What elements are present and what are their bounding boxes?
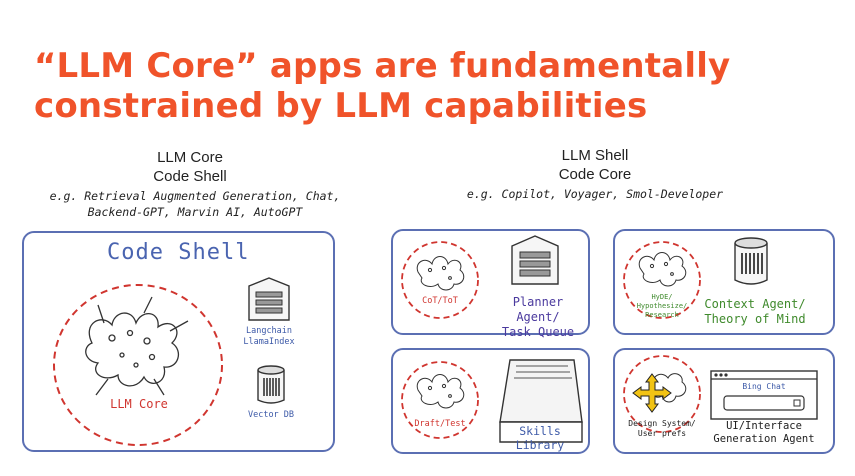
context-label-line2: Theory of Mind xyxy=(704,312,806,326)
ui-label-line1: UI/Interface xyxy=(726,420,802,432)
left-examples: e.g. Retrieval Augmented Generation, Cha… xyxy=(35,188,355,220)
vector-db-icon xyxy=(257,365,285,404)
vector-db-label: Vector DB xyxy=(247,410,295,420)
context-circle-label: HyDE/ Hypothesize/ Research xyxy=(628,293,696,320)
context-label: Context Agent/ Theory of Mind xyxy=(700,297,810,327)
planner-label-line1: Planner Agent/ xyxy=(512,295,564,324)
planner-circle-label: CoT/ToT xyxy=(422,296,458,306)
ui-card xyxy=(613,348,835,454)
code-shell-label: Code Shell xyxy=(107,240,250,265)
planner-label-line2: Task Queue xyxy=(501,325,575,339)
context-circle-label-line1: HyDE/ xyxy=(651,293,673,301)
context-label-line1: Context Agent/ xyxy=(704,297,806,311)
design-circle-label-line2: User prefs xyxy=(637,429,687,438)
planner-circle xyxy=(401,241,479,319)
right-heading-line2: Code Core xyxy=(558,166,632,183)
left-examples-line1: e.g. Retrieval Augmented Generation, Cha… xyxy=(49,189,341,203)
right-heading-line1: LLM Shell xyxy=(561,147,629,164)
design-circle-label: Design System/ User prefs xyxy=(620,419,704,439)
move-arrows-icon xyxy=(632,373,672,413)
design-circle xyxy=(623,355,701,433)
planner-card xyxy=(391,229,590,335)
bing-chat-text: Bing Chat xyxy=(742,382,786,391)
ui-label: UI/Interface Generation Agent xyxy=(704,420,824,446)
design-circle-label-line1: Design System/ xyxy=(628,419,696,428)
langchain-label-line2: LlamaIndex xyxy=(243,337,295,347)
llm-core-circle xyxy=(53,284,223,446)
context-card xyxy=(613,229,835,335)
shoggoth-icon xyxy=(416,256,465,291)
shoggoth-icon xyxy=(416,374,465,409)
context-db-icon xyxy=(734,237,768,285)
context-circle-label-line3: Research xyxy=(645,311,679,319)
skills-label: Skills Library xyxy=(515,424,565,452)
slide-title: “LLM Core” apps are fundamentally constr… xyxy=(34,46,731,126)
context-circle xyxy=(623,241,701,319)
context-circle-label-line2: Hypothesize/ xyxy=(636,302,688,310)
left-heading-line2: Code Shell xyxy=(153,168,227,185)
shoggoth-icon xyxy=(638,252,687,287)
task-queue-stack-icon xyxy=(511,235,559,285)
left-heading: LLM Core Code Shell xyxy=(115,148,265,186)
file-drawer-icon xyxy=(499,359,583,443)
code-shell-box xyxy=(22,231,335,452)
shoggoth-icon xyxy=(652,373,687,403)
draft-circle xyxy=(401,361,479,439)
left-examples-line2: Backend-GPT, Marvin AI, AutoGPT xyxy=(87,205,303,219)
ui-label-line2: Generation Agent xyxy=(713,433,815,445)
left-heading-line1: LLM Core xyxy=(157,149,223,166)
browser-window-icon xyxy=(710,370,818,420)
langchain-label-line1: Langchain xyxy=(245,326,293,336)
langchain-label: Langchain LlamaIndex xyxy=(226,326,312,348)
right-heading: LLM Shell Code Core xyxy=(520,146,670,184)
skills-card xyxy=(391,348,590,454)
shoggoth-icon xyxy=(85,296,189,396)
draft-circle-label: Draft/Test xyxy=(414,419,466,429)
right-examples: e.g. Copilot, Voyager, Smol-Developer xyxy=(466,187,724,201)
llm-core-label: LLM Core xyxy=(110,397,168,411)
langchain-stack-icon xyxy=(248,277,290,321)
planner-label: Planner Agent/ Task Queue xyxy=(488,295,588,340)
